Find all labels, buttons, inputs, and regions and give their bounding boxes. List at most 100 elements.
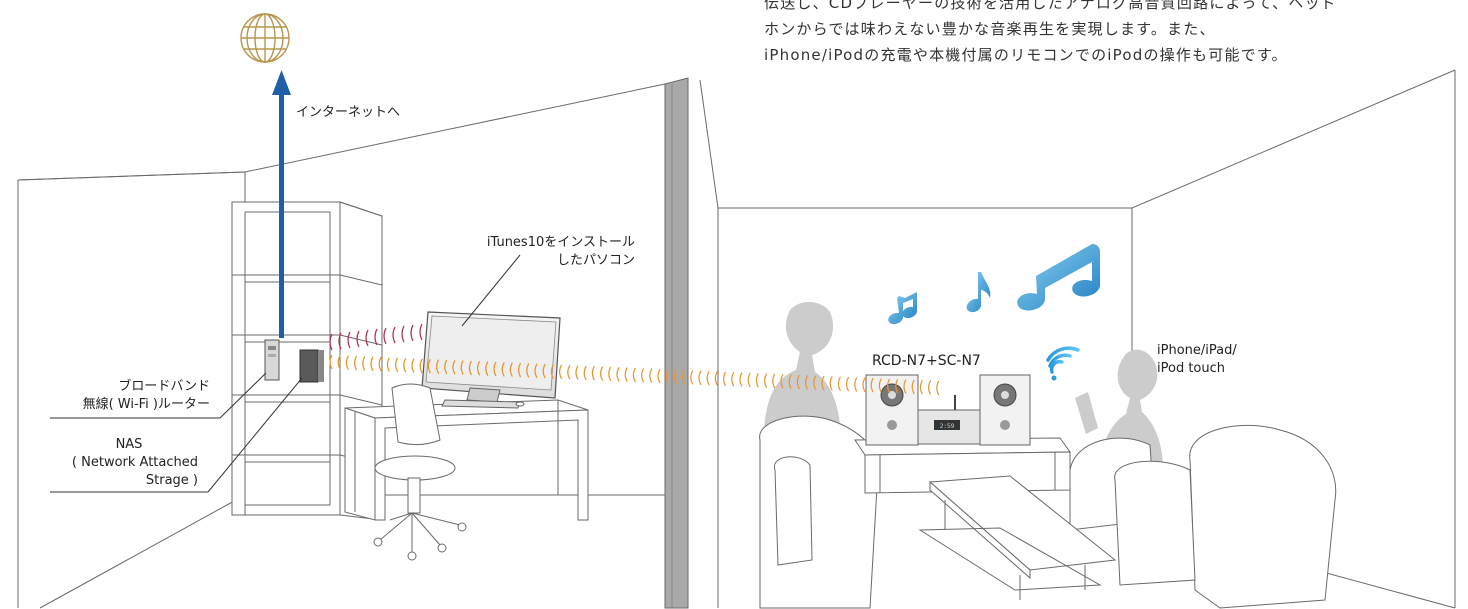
wifi-wave-arc <box>813 375 817 390</box>
wifi-wave-arc <box>337 355 341 370</box>
wifi-wave-arc <box>583 365 587 381</box>
wifi-wave-arc <box>575 365 579 380</box>
wifi-wave-arc <box>452 360 456 375</box>
wifi-wave-arc <box>895 378 899 394</box>
wifi-wave-arc <box>345 355 349 370</box>
phone-label: iPhone/iPad/ iPod touch <box>1157 342 1237 378</box>
phone-label-line: iPhone/iPad/ <box>1157 343 1237 358</box>
stereo-label: RCD-N7+SC-N7 <box>872 353 981 369</box>
wifi-wave-arc <box>403 357 407 373</box>
wifi-wave-arc <box>739 372 743 387</box>
wifi-wave-arc <box>919 380 923 395</box>
desk <box>344 399 589 521</box>
wifi-wave-arc <box>706 370 710 386</box>
wifi-wave-arc <box>649 368 653 383</box>
pc-label-line: iTunes10をインストール <box>486 235 635 250</box>
wifi-wave-arc <box>928 380 932 395</box>
stereo-system <box>865 374 1031 446</box>
wifi-wave-arc <box>854 377 858 392</box>
wifi-wave-arc <box>936 380 940 396</box>
globe-icon <box>240 13 290 63</box>
wifi-wave-arc <box>829 376 833 391</box>
wifi-wave-arc <box>460 360 464 375</box>
music-note-icon <box>888 244 1100 325</box>
internet-label: インターネットへ <box>296 105 401 120</box>
wifi-wave-arc <box>821 375 825 391</box>
wifi-wave-arc <box>419 358 423 374</box>
intro-line: 伝送し、CDプレーヤーの技術を活用したアナログ高音質回路によって、ヘッド <box>764 0 1337 12</box>
wifi-wave-arc <box>903 379 907 394</box>
office-chair <box>373 383 467 561</box>
stereo-display-time: 2:59 <box>940 423 955 430</box>
wifi-wave-arc <box>436 359 440 374</box>
wifi-wave-arc <box>600 366 604 381</box>
nas-label-line: Strage ) <box>145 473 198 488</box>
wifi-wave-arc <box>673 369 677 385</box>
sofa-left <box>759 415 879 609</box>
wifi-wave-arc <box>862 377 866 393</box>
phone-label-line: iPod touch <box>1157 361 1226 376</box>
wifi-wave-arc <box>378 356 382 372</box>
wifi-wave-arc <box>616 367 620 382</box>
sofa-right <box>1114 424 1337 609</box>
wifi-wave-arc <box>911 379 915 395</box>
wifi-wave-arc <box>624 367 628 382</box>
pc-label: iTunes10をインストール したパソコン <box>420 234 635 270</box>
router-label: ブロードバンド 無線( Wi-Fi )ルーター <box>20 378 210 414</box>
wifi-wave-arc <box>518 362 522 378</box>
wifi-wave-arc <box>329 354 333 370</box>
wifi-wave-arc <box>747 372 751 388</box>
wifi-wave-arc <box>468 360 472 376</box>
wifi-wave-arc <box>395 357 399 373</box>
wifi-wave-arc <box>370 356 374 372</box>
wifi-wave-arc <box>837 376 841 392</box>
wifi-wave-arc <box>698 370 702 386</box>
nas-label-line: NAS <box>115 437 143 452</box>
wifi-wave-arc <box>714 371 718 386</box>
wifi-wave-arc <box>780 374 784 389</box>
leader-lines <box>50 254 521 493</box>
wifi-wave-arc <box>485 361 489 376</box>
router-device <box>264 339 280 381</box>
wifi-wave-arc <box>427 358 431 374</box>
wifi-wave-arc <box>362 356 366 371</box>
computer <box>421 311 561 409</box>
wifi-wave-arc <box>731 371 735 387</box>
wifi-wave-arc <box>887 378 891 394</box>
wifi-wave-arc <box>665 369 669 384</box>
wifi-wave-arc <box>641 368 645 383</box>
nas-label-line: ( Network Attached <box>71 455 198 470</box>
wifi-wave-arc <box>690 370 694 385</box>
wifi-wave-arc <box>755 373 759 388</box>
wifi-wave-arc <box>772 373 776 389</box>
wifi-wave-arc <box>608 366 612 382</box>
wifi-wave-arc <box>542 363 546 379</box>
wifi-wave-arc <box>796 374 800 390</box>
wifi-wave-arc <box>846 376 850 392</box>
wifi-wave-arc <box>657 368 661 384</box>
wifi-wave-arc <box>764 373 768 388</box>
nas-device <box>299 349 324 383</box>
intro-line: iPhone/iPodの充電や本機付属のリモコンでのiPodの操作も可能です。 <box>764 46 1288 64</box>
wifi-wave-arc <box>878 378 882 393</box>
router-label-line: 無線( Wi-Fi )ルーター <box>82 397 210 412</box>
wifi-wave-arc <box>723 371 727 387</box>
wifi-wave-arc <box>411 358 415 373</box>
wifi-wave-arc <box>567 364 571 380</box>
wifi-icon <box>1046 346 1080 381</box>
wifi-wave-arc <box>788 374 792 389</box>
coffee-table <box>918 475 1117 600</box>
wifi-wave-arc <box>591 365 595 381</box>
wifi-wave-arc <box>559 364 563 380</box>
wifi-wave-arc <box>509 362 513 377</box>
intro-text: 伝送し、CDプレーヤーの技術を活用したアナログ高音質回路によって、ヘッド ホンか… <box>764 0 1454 68</box>
router-label-line: ブロードバンド <box>118 379 210 394</box>
wifi-wave-arc <box>444 359 448 375</box>
wifi-wave-arc <box>534 363 538 379</box>
wifi-wave-arc <box>550 364 554 379</box>
center-wall <box>664 77 689 609</box>
intro-line: ホンからでは味わえない豊かな音楽再生を実現します。また、 <box>764 20 1216 38</box>
wifi-wave-arc <box>493 361 497 377</box>
wifi-wave-arc <box>501 362 505 377</box>
